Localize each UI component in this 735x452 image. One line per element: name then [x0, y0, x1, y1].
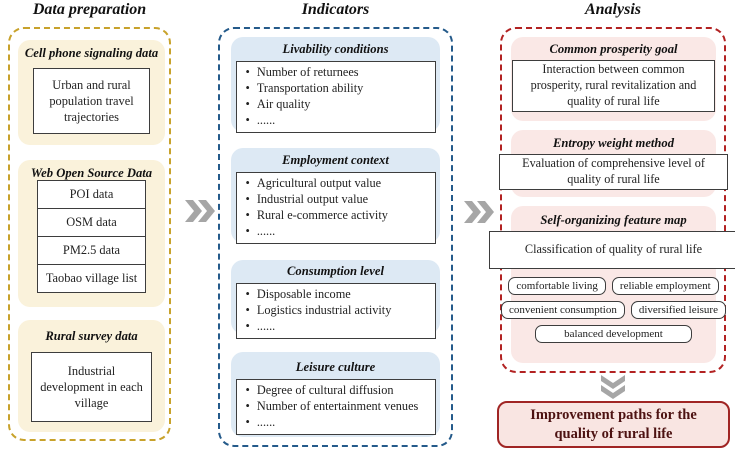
section-common-prosperity-goal: Common prosperity goal Interaction betwe… — [511, 37, 716, 121]
double-chevron-right-icon — [463, 196, 495, 228]
data-box: Industrial development in each village — [31, 352, 152, 422]
section-self-organizing-feature-map: Self-organizing feature map Classificati… — [489, 206, 735, 363]
indicator-list: Number of returnees Transportation abili… — [235, 61, 436, 133]
indicator-list: Agricultural output value Industrial out… — [235, 172, 436, 244]
indicator-item: ...... — [244, 415, 431, 431]
indicator-item: Logistics industrial activity — [244, 303, 431, 319]
column-title-indicators: Indicators — [301, 1, 370, 18]
indicator-item: Number of entertainment venues — [244, 399, 431, 415]
indicator-list: Disposable income Logistics industrial a… — [235, 283, 436, 339]
classification-pill-row: comfortable living reliable employment — [508, 277, 719, 295]
indicator-item: Agricultural output value — [244, 176, 431, 192]
data-box: Taobao village list — [37, 264, 146, 293]
column-title-analysis: Analysis — [584, 1, 641, 18]
indicators-container — [218, 27, 453, 447]
classification-pill: diversified leisure — [630, 301, 726, 319]
section-web-open-source-data: Web Open Source Data POI data OSM data P… — [18, 160, 165, 307]
classification-pill-row: balanced development — [535, 325, 692, 343]
classification-pill: reliable employment — [611, 277, 719, 295]
section-employment-context: Employment context Agricultural output v… — [231, 148, 440, 244]
classification-pill: balanced development — [535, 325, 692, 343]
analysis-box: Classification of quality of rural life — [489, 231, 735, 269]
improvement-paths-result-box: Improvement paths for the quality of rur… — [497, 401, 730, 448]
indicator-item: Industrial output value — [244, 192, 431, 208]
section-header: Self-organizing feature map — [540, 213, 687, 227]
section-header: Common prosperity goal — [549, 42, 678, 56]
analysis-container — [500, 27, 726, 373]
section-header: Leisure culture — [295, 360, 376, 374]
data-box: POI data — [37, 180, 146, 209]
double-chevron-down-icon — [598, 374, 628, 400]
data-preparation-container — [8, 27, 171, 441]
indicator-item: Number of returnees — [244, 65, 431, 81]
column-title-data-preparation: Data preparation — [32, 1, 147, 18]
section-livability-conditions: Livability conditions Number of returnee… — [231, 37, 440, 133]
classification-pill: convenient consumption — [501, 301, 625, 319]
section-consumption-level: Consumption level Disposable income Logi… — [231, 260, 440, 339]
indicator-item: ...... — [244, 113, 431, 129]
indicator-item: ...... — [244, 319, 431, 335]
indicator-item: Disposable income — [244, 287, 431, 303]
section-header: Livability conditions — [282, 42, 389, 56]
analysis-box: Evaluation of comprehensive level of qua… — [499, 154, 728, 190]
data-box: PM2.5 data — [37, 236, 146, 265]
section-leisure-culture: Leisure culture Degree of cultural diffu… — [231, 352, 440, 437]
indicator-item: Degree of cultural diffusion — [244, 383, 431, 399]
section-header: Entropy weight method — [552, 136, 675, 150]
section-header: Cell phone signaling data — [24, 46, 159, 60]
section-cell-phone-signaling-data: Cell phone signaling data Urban and rura… — [18, 40, 165, 145]
section-header: Rural survey data — [45, 329, 138, 343]
indicator-item: ...... — [244, 224, 431, 240]
section-rural-survey-data: Rural survey data Industrial development… — [18, 320, 165, 432]
data-box: OSM data — [37, 208, 146, 237]
analysis-box: Interaction between common prosperity, r… — [512, 60, 715, 112]
indicator-item: Transportation ability — [244, 81, 431, 97]
indicator-item: Rural e-commerce activity — [244, 208, 431, 224]
double-chevron-right-icon — [184, 195, 216, 227]
section-entropy-weight-method: Entropy weight method Evaluation of comp… — [499, 130, 728, 197]
indicator-item: Air quality — [244, 97, 431, 113]
data-box: Urban and rural population travel trajec… — [33, 68, 150, 134]
section-header: Employment context — [282, 153, 389, 167]
section-header: Web Open Source Data — [30, 166, 153, 180]
classification-pill: comfortable living — [508, 277, 606, 295]
section-header: Consumption level — [287, 264, 384, 278]
indicator-list: Degree of cultural diffusion Number of e… — [235, 379, 436, 435]
classification-pill-row: convenient consumption diversified leisu… — [501, 301, 726, 319]
